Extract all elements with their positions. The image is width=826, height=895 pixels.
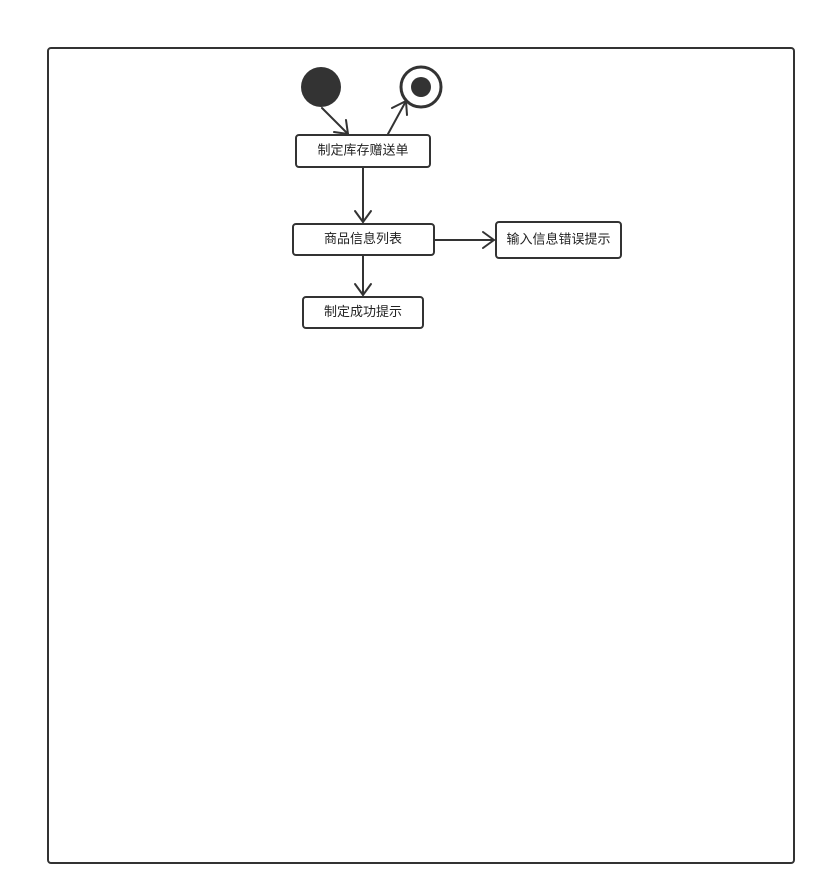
action-input-error: 输入信息错误提示	[495, 221, 622, 259]
action-make-gift-order-label: 制定库存赠送单	[317, 143, 408, 159]
edge-product-list-to-make-success	[354, 255, 372, 296]
action-product-list-label: 商品信息列表	[324, 231, 402, 247]
edge-make-gift-order-to-product-list	[354, 166, 372, 223]
action-input-error-label: 输入信息错误提示	[506, 232, 610, 248]
diagram-frame	[47, 47, 795, 864]
action-make-success: 制定成功提示	[302, 296, 424, 329]
action-make-success-label: 制定成功提示	[324, 304, 402, 320]
final-node	[399, 65, 443, 109]
edge-product-list-to-input-error	[434, 231, 495, 249]
action-make-gift-order: 制定库存赠送单	[295, 134, 431, 168]
action-product-list: 商品信息列表	[292, 223, 435, 256]
edge-make-gift-order-to-end	[387, 100, 408, 135]
initial-node	[301, 67, 341, 107]
